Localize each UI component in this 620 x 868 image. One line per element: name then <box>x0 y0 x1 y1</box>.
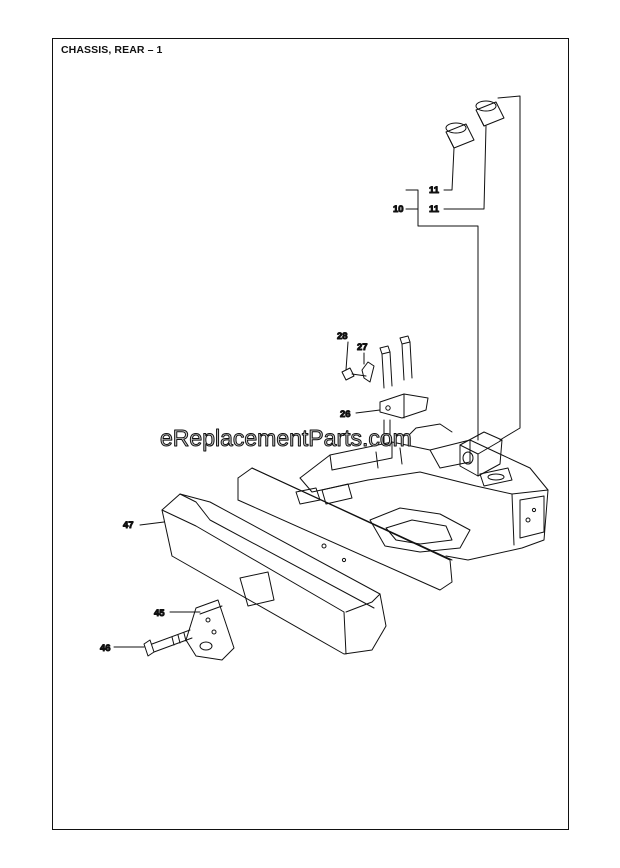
callout-10: 10 <box>393 204 404 215</box>
hitch-bracket-part-45 <box>185 571 275 661</box>
callout-11-lower: 11 <box>429 204 440 215</box>
diagram-title: CHASSIS, REAR – 1 <box>61 44 163 56</box>
bushing-part-11-right <box>475 100 505 127</box>
leader-lines <box>113 95 521 648</box>
callout-45: 45 <box>154 608 165 619</box>
callout-47: 47 <box>123 520 134 531</box>
bumper-part-47 <box>161 493 387 655</box>
chassis-frame <box>295 423 549 561</box>
callout-11-upper: 11 <box>429 185 440 196</box>
bolt-part-46 <box>143 629 193 657</box>
watermark-text: eReplacementParts.com <box>160 425 412 451</box>
clip-part-27 <box>361 361 375 383</box>
diagram-frame <box>52 38 569 830</box>
rear-panel <box>237 467 453 591</box>
stud-right <box>399 335 413 381</box>
stud-left <box>379 345 393 389</box>
bushing-part-11-left <box>445 122 475 149</box>
switch-bracket-part-26 <box>379 393 429 447</box>
callout-26: 26 <box>340 409 351 420</box>
callout-46: 46 <box>100 643 111 654</box>
callout-28: 28 <box>337 331 348 342</box>
block-part-10 <box>459 431 503 477</box>
callout-27: 27 <box>357 342 368 353</box>
